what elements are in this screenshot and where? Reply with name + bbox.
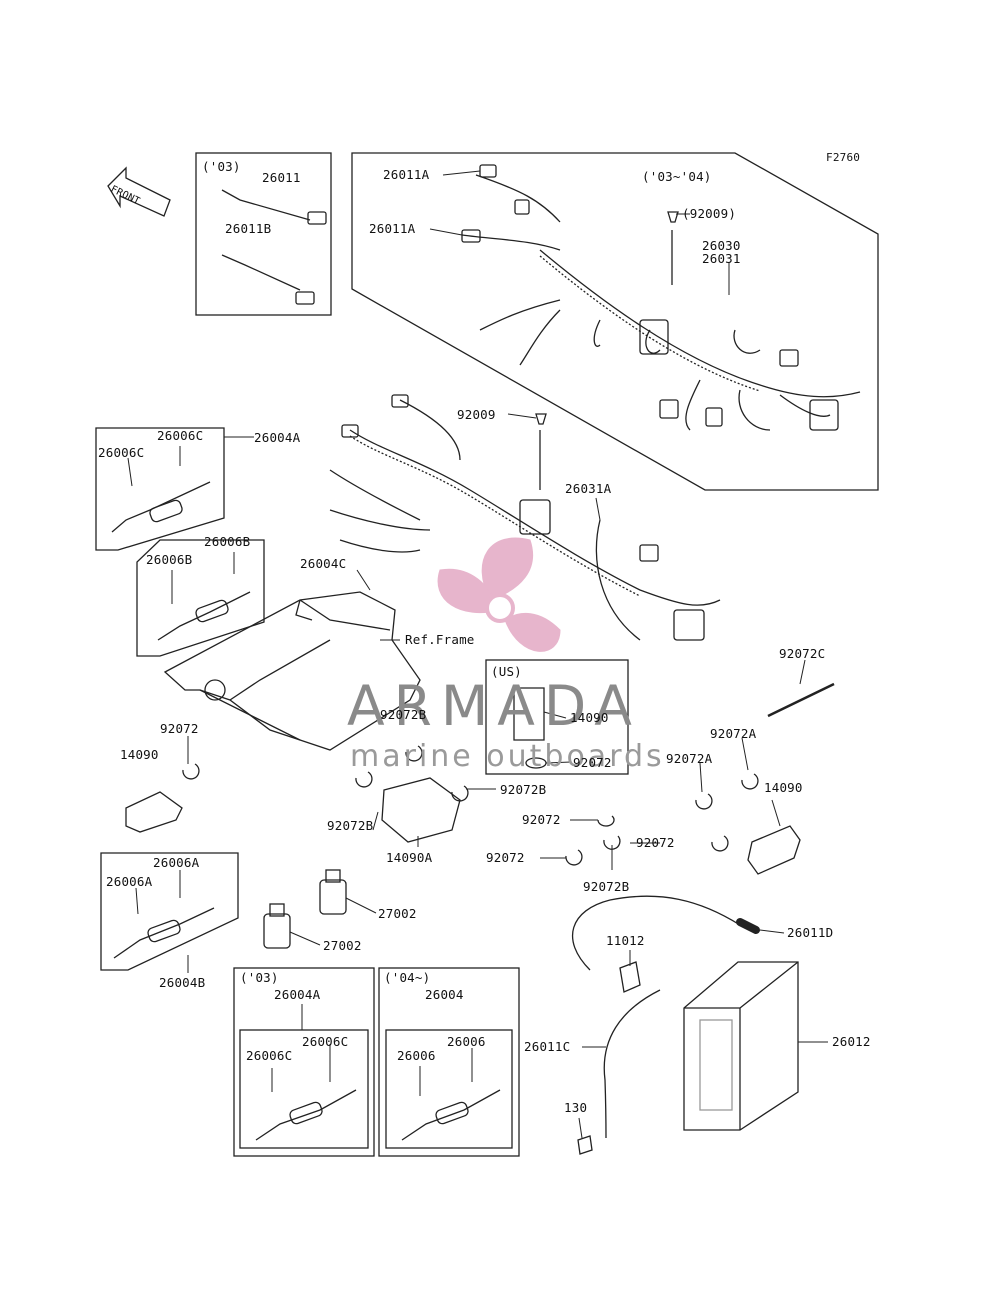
part-label: 26004A [274,987,321,1002]
part-label: 26006A [153,855,200,870]
fuse-holder-e [401,1089,501,1141]
part-label: 92072A [710,726,757,741]
part-label: 92072B [500,782,547,797]
part-label: 26006 [447,1034,486,1049]
part-label: 26011A [369,221,416,236]
part-label: 26004 [425,987,464,1002]
part-label: 26031 [702,251,741,266]
fuse-holder-a [111,481,211,533]
cable-26011C [603,989,661,1139]
part-label: 26006C [302,1034,349,1049]
part-label: 26006 [397,1048,436,1063]
cover-14090-left [125,791,183,833]
part-label: 92072C [779,646,826,661]
part-label: 92009 [457,407,496,422]
part-label: 26006C [246,1048,293,1063]
part-label: 26006C [157,428,204,443]
group-label-us: (US) [491,664,522,679]
part-label: 14090 [120,747,159,762]
part-label: 92072B [380,707,427,722]
part-label: 92072 [160,721,199,736]
part-label: 26011A [383,167,430,182]
part-label: 27002 [378,906,417,921]
part-label: 14090 [764,780,803,795]
part-label: 26004B [159,975,206,990]
fuse-holder-d [255,1089,357,1141]
part-label: 92072 [486,850,525,865]
frame-drawing [163,591,421,751]
watermark-brand: ARMADA [347,674,641,738]
group-label-03-04: ('03~'04) [642,169,712,184]
leader-lines [127,170,828,1139]
ref-frame-label: Ref.Frame [405,632,475,647]
part-label: 26004A [254,430,301,445]
part-label: 27002 [323,938,362,953]
part-label: 26031A [565,481,612,496]
part-label: 26011 [262,170,301,185]
part-label: 92072 [636,835,675,850]
part-label: 26030 [702,238,741,253]
front-arrow-icon [107,166,171,217]
small-harness-03 [221,189,327,305]
group-label-03-bottom: ('03) [240,970,279,985]
part-label: 11012 [606,933,645,948]
part-label: 26012 [832,1034,871,1049]
watermark-logo [437,537,561,652]
part-label: 26011C [524,1039,571,1054]
part-label: 26011D [787,925,834,940]
part-label: 92072B [583,879,630,894]
part-label: 92072 [573,755,612,770]
part-label: 92072A [666,751,713,766]
part-label: 130 [564,1100,588,1115]
part-label: 26004C [300,556,347,571]
group-label-04-on: ('04~) [384,970,431,985]
relay-27002-upper [319,869,347,915]
part-label: 26006C [98,445,145,460]
watermark-tagline: marine outboards [350,739,665,774]
part-label: 26006B [146,552,193,567]
main-harness-drawing [329,394,721,641]
cover-14090A [381,777,461,843]
part-label: 92072 [522,812,561,827]
cable-26011D [572,895,741,971]
fuse-holder-b [157,591,251,641]
harness-group-box [351,152,879,491]
group-label-03-top: ('03) [202,159,241,174]
cover-14090-right [747,825,801,875]
figure-code: F2760 [826,151,861,164]
battery-26012 [683,961,799,1131]
part-label: 26006B [204,534,251,549]
part-label: 26011B [225,221,272,236]
part-label: 26006A [106,874,153,889]
part-label: 92072B [327,818,374,833]
upper-harness-drawing [461,164,861,431]
relay-27002-lower [263,903,291,949]
part-label: (92009) [682,206,737,221]
part-label: 14090 [570,710,609,725]
clamps [182,682,835,866]
fuse-holder-c [113,907,215,959]
part-label: 14090A [386,850,433,865]
